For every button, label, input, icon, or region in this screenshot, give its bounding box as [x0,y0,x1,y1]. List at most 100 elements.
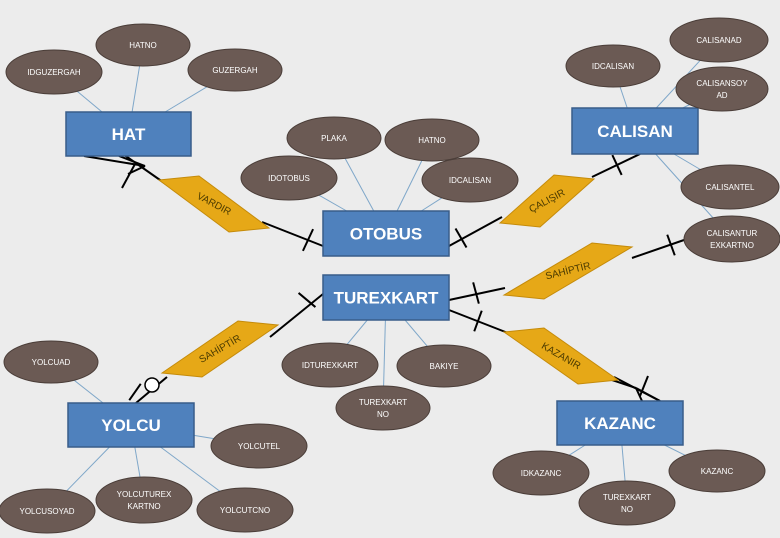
attribute-connector-kazanc [664,444,686,456]
attribute-label: NO [621,505,633,514]
attribute-connector-plaka [344,158,375,212]
cardinality-one-turexkart-sahiptir [472,282,480,304]
cardinality-one-sahiptir-yolcu [297,292,317,308]
attribute-calisanturexkartno: CALISANTUR EXKARTNO [683,215,780,263]
attribute-yolcutel: YOLCUTEL [210,423,308,469]
attribute-ellipse [210,423,308,469]
attribute-connector-idguzergah [76,90,103,113]
attribute-idcalisan-otobus: IDCALISAN [421,157,519,203]
attribute-connector-idturexkart [346,319,368,345]
attribute-ellipse [668,449,766,493]
relationship-line-sahiptir-yolcu-turex [269,293,324,338]
attribute-label: PLAKA [321,134,347,143]
attribute-ellipse [95,476,193,524]
attribute-connector-turexkartno_tur [383,319,386,387]
attribute-plaka: PLAKA [286,116,382,160]
entity-label: CALISAN [597,122,673,141]
attribute-connector-hatno_hat [131,65,141,113]
attribute-label: KARTNO [127,502,160,511]
attribute-ellipse [578,480,676,526]
entity-box [67,402,195,448]
attribute-connector-yolcuad [73,379,104,404]
attribute-ellipse [680,164,780,210]
attribute-label: IDGUZERGAH [27,68,81,77]
cardinality-one-calisantur [666,234,676,256]
attribute-ellipse [5,49,103,95]
attribute-ellipse [675,66,769,112]
relationship-lines [83,151,685,404]
attribute-yolcutcno: YOLCUTCNO [196,487,294,533]
attribute-hatno-otobus: HATNO [384,118,480,162]
attribute-label: IDOTOBUS [268,174,310,183]
entity-otobus: OTOBUS [322,210,450,257]
relationship-sahiptir-yolcu: SAHİPTİR [160,320,280,378]
entity-calisan: CALISAN [571,107,699,155]
entity-kazanc: KAZANC [556,400,684,446]
attribute-label: YOLCUSOYAD [20,507,75,516]
attribute-ellipse [492,450,590,496]
attribute-label: IDKAZANC [521,469,562,478]
attribute-label: BAKIYE [430,362,459,371]
attribute-ellipse [187,48,283,92]
attribute-label: NO [377,410,389,419]
entity-box [65,111,192,157]
attribute-ellipse [335,385,431,431]
attribute-calisantel: CALISANTEL [680,164,780,210]
entity-turexkart: TUREXKART [322,274,450,321]
attribute-ellipse [281,342,379,388]
entity-hat: HAT [65,111,192,157]
attribute-label: HATNO [129,41,156,50]
attribute-yolcuturexkartno: YOLCUTUREX KARTNO [95,476,193,524]
cardinality-many-hat [83,155,146,189]
attribute-guzergah: GUZERGAH [187,48,283,92]
relationship-line-sahiptir-calisantur [631,239,685,259]
cardinality-one-vardir [302,228,314,252]
attribute-connector-idcalisan [619,86,628,109]
entity-label: OTOBUS [350,225,422,244]
attribute-connector-yolcuturexkartno [134,446,141,478]
attribute-label: AD [716,91,727,100]
attribute-label: EXKARTNO [710,241,754,250]
entity-label: HAT [112,125,146,144]
attribute-label: TUREXKART [603,493,651,502]
relationship-kazanir: KAZANIR [502,327,620,385]
cardinality-many-kazanc [611,375,661,402]
attribute-ellipse [286,116,382,160]
attribute-ellipse [95,23,191,67]
cardinality-one-otobus-calisir [454,227,468,249]
relationship-line-vardir-otobus [261,221,324,247]
attribute-label: YOLCUTUREX [117,490,172,499]
attribute-label: GUZERGAH [212,66,258,75]
attribute-label: YOLCUTEL [238,442,281,451]
attribute-label: YOLCUTCNO [220,506,270,515]
attribute-yolcusoyad: YOLCUSOYAD [0,488,96,534]
attribute-bakiye: BAKIYE [396,344,492,388]
attribute-label: CALISANTUR [707,229,758,238]
attribute-ellipse [3,340,99,384]
relationship-sahiptir-calisan: SAHİPTİR [502,242,634,300]
attribute-label: CALISANTEL [706,183,755,192]
attribute-label: IDTUREXKART [302,361,358,370]
attribute-ellipse [565,44,661,88]
relationship-shape [498,174,596,228]
attribute-connector-hatno_otobus [396,160,423,212]
attribute-ellipse [240,155,338,201]
relationship-line-calisir-otobus [448,216,503,247]
attribute-idotobus: IDOTOBUS [240,155,338,201]
relationship-shape [160,320,280,378]
attribute-connectors [66,59,714,492]
attribute-label: IDCALISAN [449,176,491,185]
attribute-label: HATNO [418,136,445,145]
attribute-connector-idkazanc [568,444,586,456]
cardinality-one-calisan [611,154,623,176]
cardinality-one-turexkart-kazanir [473,310,483,332]
attribute-yolcuad: YOLCUAD [3,340,99,384]
entity-label: YOLCU [101,416,161,435]
attribute-label: KAZANC [701,467,734,476]
attribute-connector-turexkartno_kaz [621,444,626,482]
attribute-idguzergah: IDGUZERGAH [5,49,103,95]
attribute-connector-bakiye [404,319,428,347]
attribute-idcalisan: IDCALISAN [565,44,661,88]
